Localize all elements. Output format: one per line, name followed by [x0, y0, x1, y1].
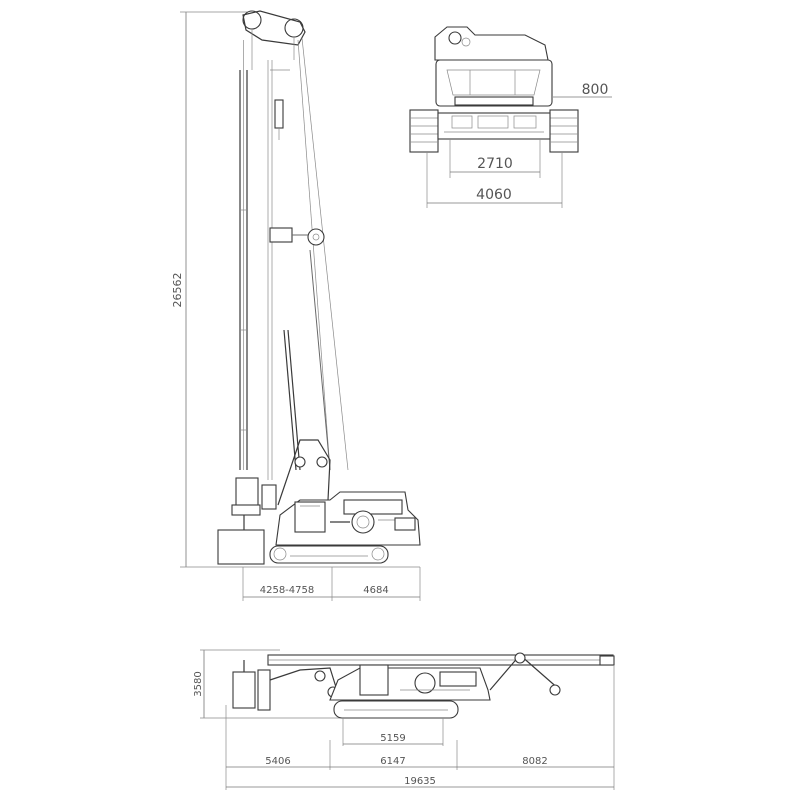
dim-front-offset: 800 [582, 82, 609, 98]
mast [239, 40, 273, 480]
right-track [549, 109, 579, 153]
dim-overall-width: 4060 [476, 187, 512, 203]
rear-view: 800 2710 4060 [409, 26, 612, 208]
dim-track-gauge: 2710 [477, 156, 513, 172]
dim-total-height: 26562 [171, 273, 184, 308]
upper-carriage [275, 491, 421, 546]
dim-transport-height: 3580 [193, 671, 204, 696]
swivel-hook [274, 99, 284, 140]
dim-mid-length: 6147 [380, 756, 405, 767]
dim-mast-length: 8082 [522, 756, 547, 767]
transport-view: 3580 5159 5406 [193, 649, 615, 790]
left-track [409, 109, 439, 153]
ground-pad [217, 529, 265, 565]
drive-head [231, 477, 277, 530]
crown-block [242, 10, 306, 70]
dim-working-radius: 4258-4758 [260, 585, 315, 596]
height-dimension: 26562 [171, 11, 420, 568]
dim-track-length: 5159 [380, 733, 405, 744]
mast-pulley [269, 227, 325, 246]
bottom-dimensions: 4258-4758 4684 [242, 567, 421, 601]
dim-transport-length: 19635 [404, 776, 436, 787]
dim-front-length: 5406 [265, 756, 290, 767]
crawler-track [269, 545, 389, 564]
dim-rear-length: 4684 [363, 585, 388, 596]
side-elevation-view: 26562 [171, 10, 421, 601]
linkage [277, 439, 331, 506]
